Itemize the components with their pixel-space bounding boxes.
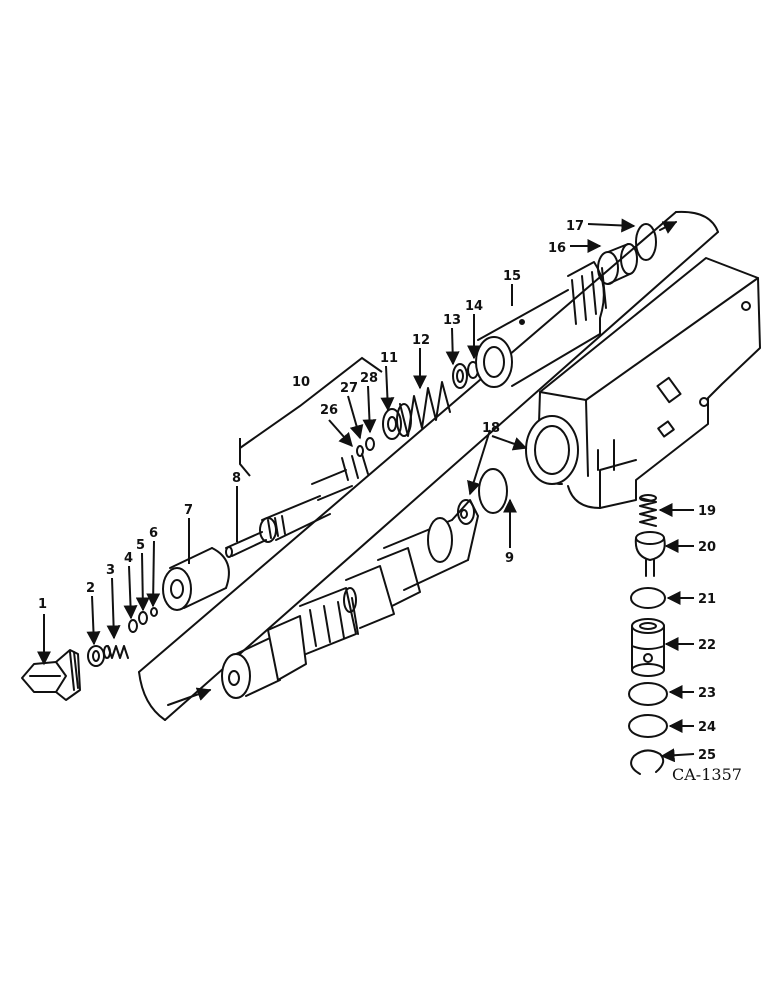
label-9: 9 [505,551,514,566]
label-24: 24 [698,720,716,735]
flow-frame-upper [138,211,677,673]
leader-11 [380,365,395,412]
label-12: 12 [412,333,430,348]
label-10: 10 [292,375,310,390]
label-3: 3 [106,563,115,578]
bushing-16 [597,243,638,285]
flow-arrow-top [659,221,678,234]
threaded-tube-15 [475,261,607,388]
o-ring-17 [635,223,657,261]
label-22: 22 [698,638,716,653]
label-8: 8 [232,471,241,486]
leader-26 [328,419,353,448]
leader-5 [135,552,150,612]
leader-25 [660,748,695,763]
label-21: 21 [698,592,716,607]
spring-19 [639,494,657,527]
seal-ring-2 [87,645,105,667]
label-17: 17 [566,219,584,234]
label-4: 4 [124,551,133,566]
label-16: 16 [548,241,566,256]
label-13: 13 [443,313,461,328]
label-25: 25 [698,748,716,763]
label-27: 27 [340,381,358,396]
leader-4 [123,565,138,620]
spring-12 [396,381,451,437]
flow-frame-right-cap [675,210,719,233]
leader-13 [445,327,460,366]
o-ring-24 [628,714,668,738]
label-19: 19 [698,504,716,519]
leader-18b [467,429,491,496]
washer-4 [128,619,138,633]
label-7: 7 [184,503,193,518]
pin-8 [225,531,267,558]
label-26: 26 [320,403,338,418]
flow-frame-lower [164,231,719,721]
label-15: 15 [503,269,521,284]
label-28: 28 [360,371,378,386]
label-6: 6 [149,526,158,541]
valve-body [525,257,761,509]
label-23: 23 [698,686,716,701]
leader-6 [146,540,161,608]
plunger-assembly [259,437,375,543]
hex-plug [21,649,81,701]
valve-spool [221,499,479,699]
leader-18 [491,435,528,451]
label-2: 2 [86,581,95,596]
poppet-20 [634,531,666,577]
ball-6 [150,607,158,617]
o-ring-21 [630,587,666,609]
flow-arrow-bottom [167,687,212,706]
seat-22 [631,618,665,677]
leader-3 [106,577,121,640]
spring-3 [103,645,129,659]
label-20: 20 [698,540,716,555]
leader-10-bracket [239,356,383,477]
snap-ring-25 [630,749,665,775]
label-14: 14 [465,299,483,314]
o-ring-23 [628,682,668,706]
leader-2 [86,595,101,646]
sleeve-7 [162,547,230,611]
label-11: 11 [380,351,398,366]
washer-5 [138,611,148,625]
leader-28 [362,385,377,434]
washer-13 [452,363,468,389]
leader-17 [587,218,636,233]
label-5: 5 [136,538,145,553]
leader-27 [347,395,364,440]
label-18: 18 [482,421,500,436]
label-1: 1 [38,597,47,612]
o-ring-9 [478,468,508,514]
diagram-code: CA-1357 [672,765,742,784]
flow-frame-left-cap [138,671,166,721]
